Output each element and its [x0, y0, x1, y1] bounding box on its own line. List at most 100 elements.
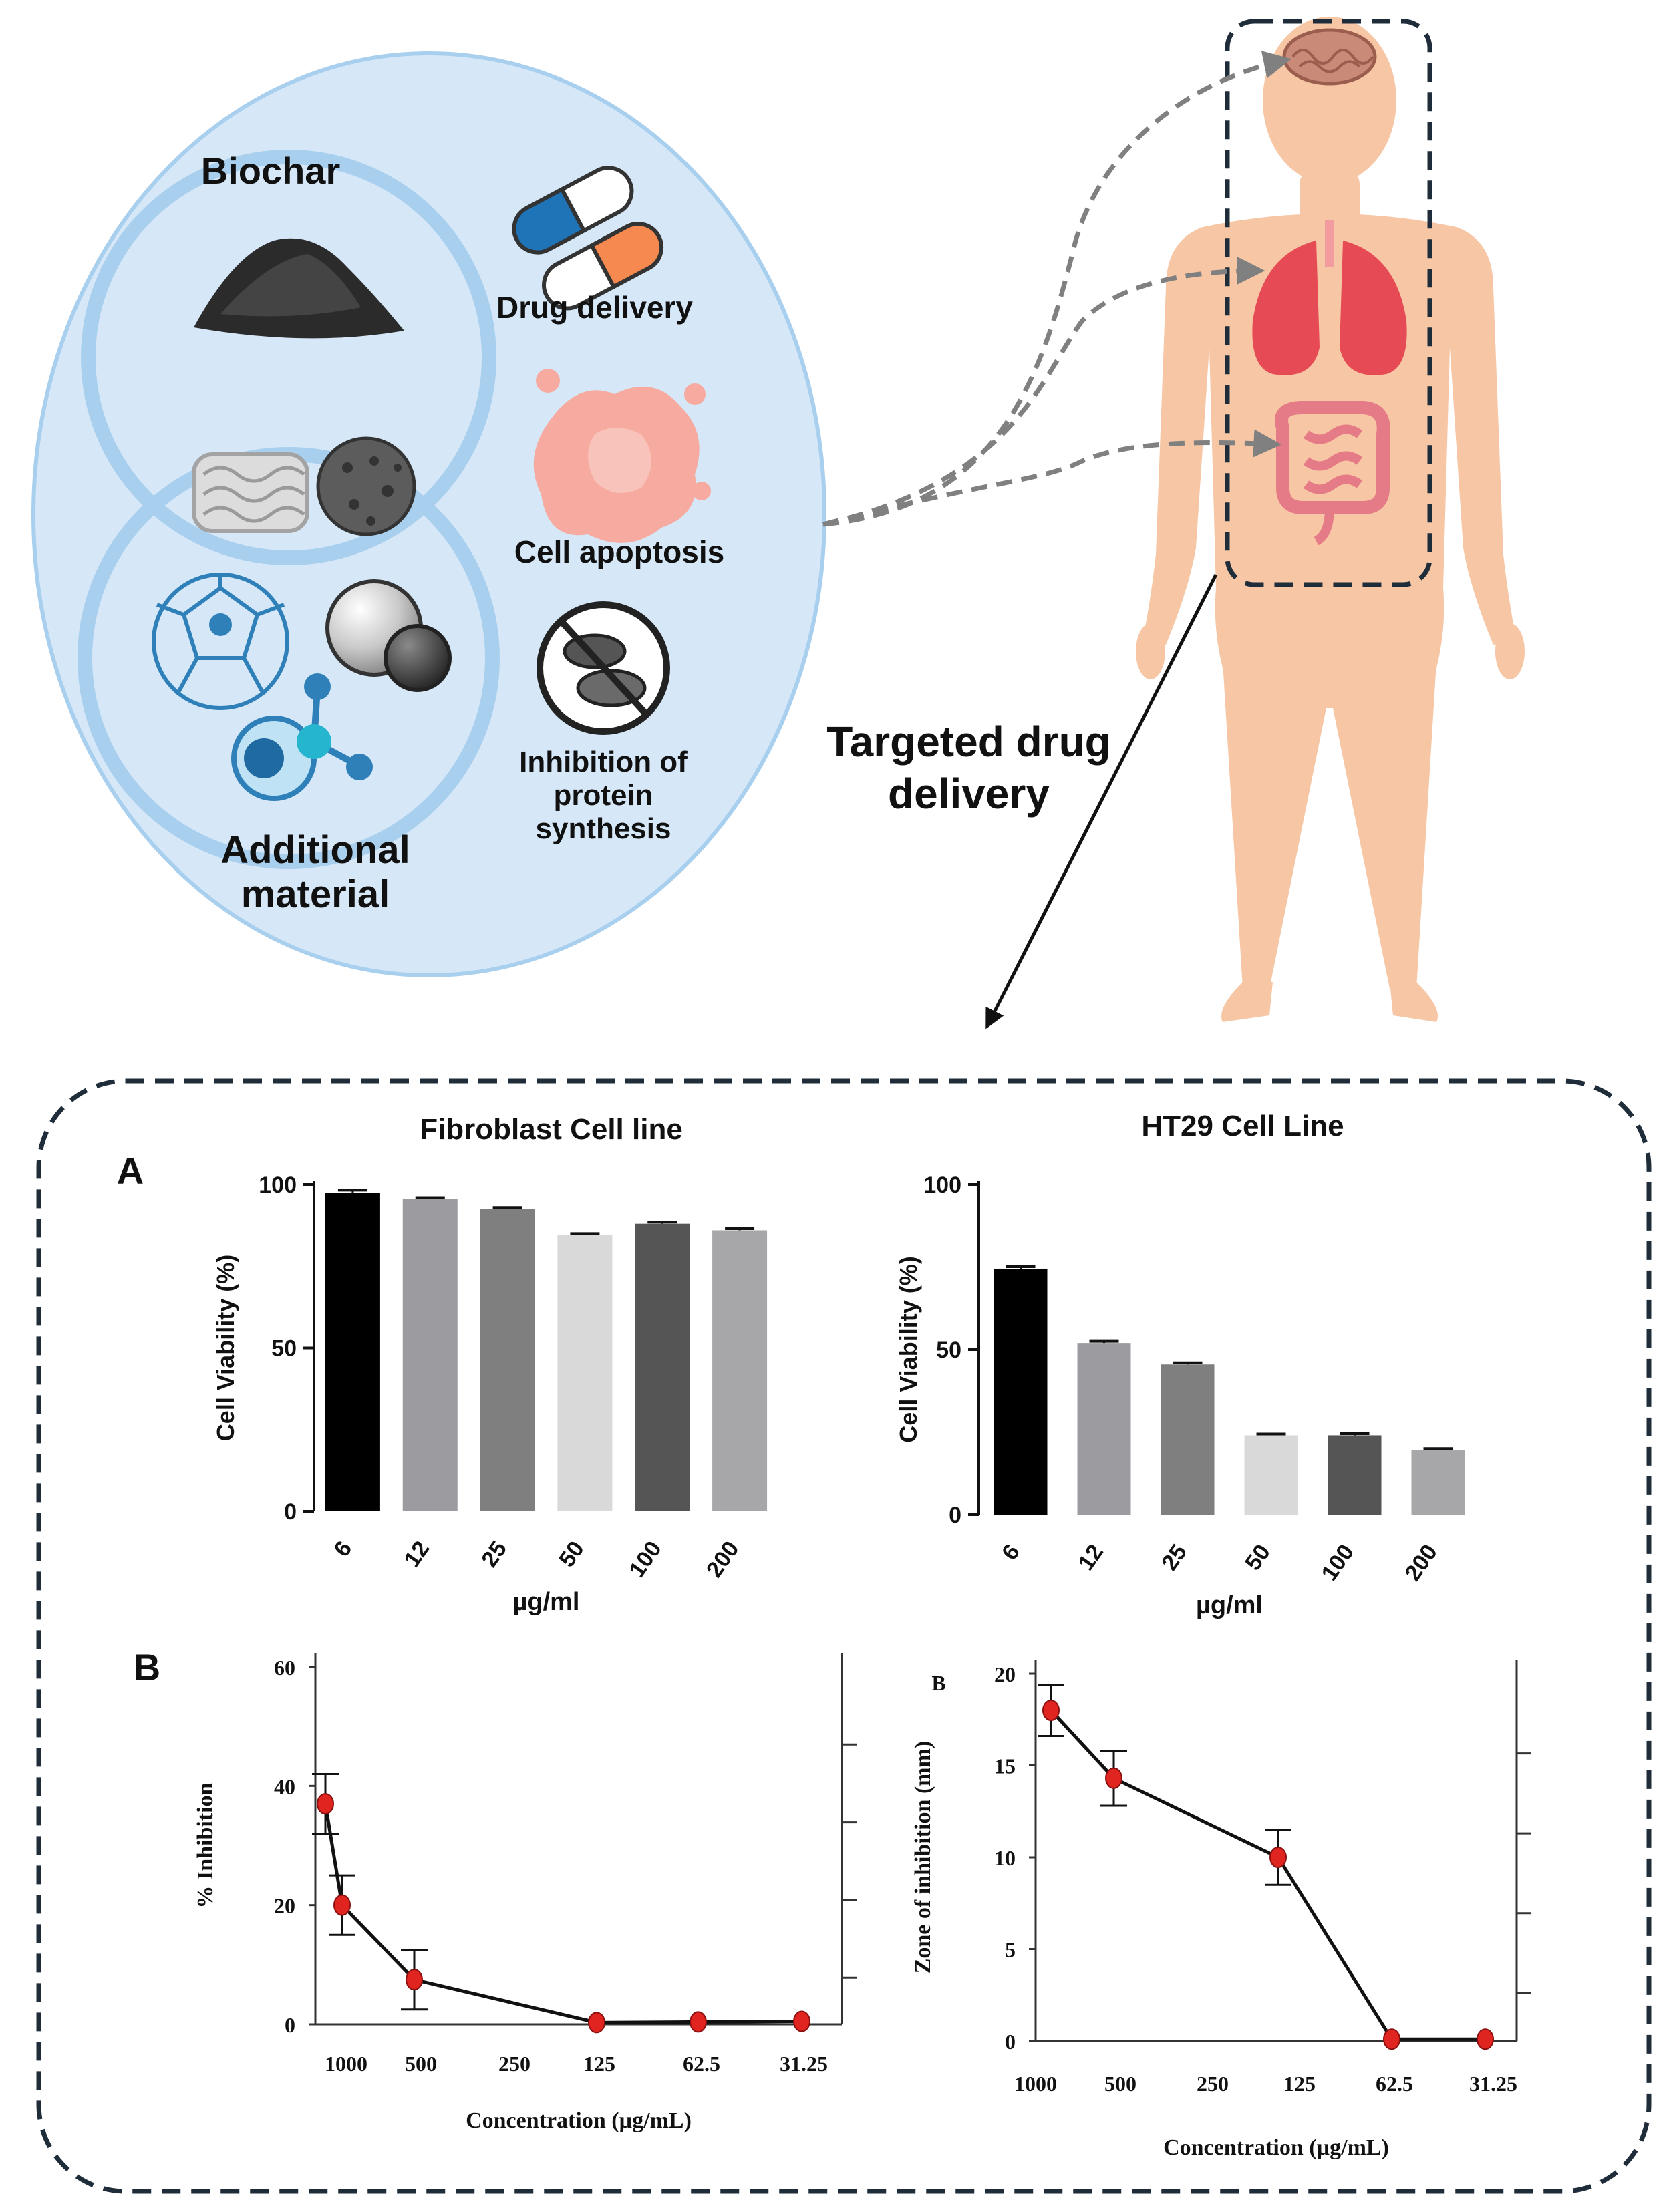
data-point	[1477, 2028, 1494, 2050]
y-tick-label: 20	[274, 1894, 295, 1918]
x-tick-label: 125	[1283, 2072, 1316, 2096]
bar	[480, 1209, 535, 1511]
y-tick-label: 50	[271, 1336, 297, 1362]
x-tick-label: 25	[1157, 1540, 1192, 1575]
x-tick-label: 100	[1316, 1540, 1359, 1585]
y-axis-label: % Inhibition	[193, 1782, 218, 1908]
data-point	[1383, 2028, 1400, 2050]
biochar-pile-icon	[194, 238, 404, 339]
x-tick-label: 6	[329, 1537, 357, 1561]
nanoparticle-spheres-icon	[325, 579, 452, 692]
x-axis-label: µg/ml	[512, 1588, 579, 1616]
chart-title: HT29 Cell Line	[1141, 1110, 1344, 1142]
series-line	[323, 1803, 802, 2024]
bar	[1411, 1450, 1465, 1515]
molecule-icon	[231, 673, 373, 801]
x-tick-label: 125	[583, 2052, 615, 2076]
drug-capsule-icon	[512, 166, 663, 311]
biochar-label: Biochar	[201, 150, 341, 192]
panel-label-a: A	[117, 1150, 144, 1192]
targeted-label-line2: delivery	[888, 770, 1050, 818]
chart-title: Fibroblast Cell line	[420, 1113, 683, 1146]
x-tick-label: 31.25	[1469, 2072, 1517, 2096]
x-tick-label: 50	[554, 1537, 589, 1572]
drug-delivery-label: Drug delivery	[496, 290, 693, 325]
x-tick-label: 100	[624, 1537, 667, 1582]
bar	[994, 1268, 1048, 1515]
porous-sponge-icon	[192, 452, 309, 533]
x-tick-label: 62.5	[683, 2052, 720, 2076]
delivery-arrows	[822, 51, 1292, 527]
data-point	[690, 2011, 707, 2033]
data-point	[333, 1894, 351, 1916]
x-tick-label: 12	[399, 1537, 434, 1572]
bar	[712, 1230, 768, 1511]
x-tick-label: 200	[702, 1537, 744, 1582]
series-line	[1050, 1709, 1485, 2041]
panel-label-b: B	[134, 1646, 160, 1688]
data-point	[317, 1793, 334, 1815]
inhibition-label-line2: protein	[553, 779, 653, 812]
y-tick-label: 100	[923, 1172, 961, 1198]
x-axis-label: Concentration (µg/mL)	[1163, 2135, 1389, 2160]
lungs-icon	[1252, 220, 1407, 375]
x-tick-label: 31.25	[780, 2052, 828, 2076]
x-tick-label: 1000	[1014, 2072, 1057, 2096]
y-tick-label: 50	[936, 1337, 961, 1363]
x-tick-label: 6	[997, 1540, 1025, 1565]
cell-apoptosis-label: Cell apoptosis	[514, 534, 724, 569]
data-point	[1042, 1700, 1060, 1721]
y-tick-label: 0	[1005, 2030, 1016, 2054]
targeted-arrow	[985, 573, 1218, 1030]
x-tick-label: 250	[498, 2052, 530, 2076]
inhibition-label-line1: Inhibition of	[519, 746, 688, 778]
biochar-circle	[81, 150, 496, 565]
fullerene-icon	[152, 573, 289, 710]
additional-label-line1: Additional	[220, 828, 410, 872]
intestines-icon	[1275, 401, 1390, 546]
y-tick-label: 0	[949, 1503, 961, 1528]
bar	[557, 1235, 613, 1511]
x-tick-label: 50	[1240, 1540, 1275, 1575]
bar	[1244, 1435, 1298, 1515]
x-tick-label: 25	[476, 1537, 512, 1572]
y-tick-label: 10	[994, 1846, 1016, 1870]
y-tick-label: 60	[274, 1655, 295, 1680]
x-axis-label: Concentration (µg/mL)	[466, 2108, 692, 2133]
x-axis-label: µg/ml	[1196, 1591, 1263, 1619]
data-point	[1105, 1767, 1122, 1789]
chart-title: B	[931, 1671, 945, 1695]
data-point	[793, 2010, 810, 2032]
x-tick-label: 1000	[325, 2052, 367, 2076]
x-tick-label: 62.5	[1376, 2072, 1413, 2096]
bar	[635, 1223, 690, 1511]
y-tick-label: 100	[259, 1172, 297, 1198]
y-tick-label: 0	[285, 2013, 295, 2037]
bar	[325, 1193, 380, 1511]
bar	[1328, 1435, 1382, 1515]
bar	[1077, 1343, 1131, 1515]
results-panel-border	[36, 1078, 1652, 2194]
bar	[402, 1199, 458, 1511]
venn-diagram: Biochar Additional material	[31, 51, 826, 977]
x-tick-label: 12	[1073, 1540, 1108, 1575]
y-axis-label: Zone of inhibition (mm)	[911, 1741, 935, 1974]
y-tick-label: 20	[994, 1662, 1016, 1686]
data-point	[588, 2012, 605, 2034]
x-tick-label: 200	[1400, 1540, 1442, 1585]
y-axis-label: Cell Viability (%)	[212, 1255, 239, 1441]
cell-apoptosis-icon	[533, 369, 711, 543]
y-tick-label: 40	[274, 1774, 295, 1798]
x-tick-label: 500	[405, 2052, 437, 2076]
line-chart-1: 0 20 40 60 1000 500 250 125 62.5 31.25Concentrati…	[193, 1653, 857, 2133]
target-region-box	[1225, 19, 1432, 587]
y-axis-label: Cell Viability (%)	[895, 1256, 922, 1442]
data-point	[1269, 1847, 1287, 1868]
x-tick-label: 500	[1104, 2072, 1136, 2096]
